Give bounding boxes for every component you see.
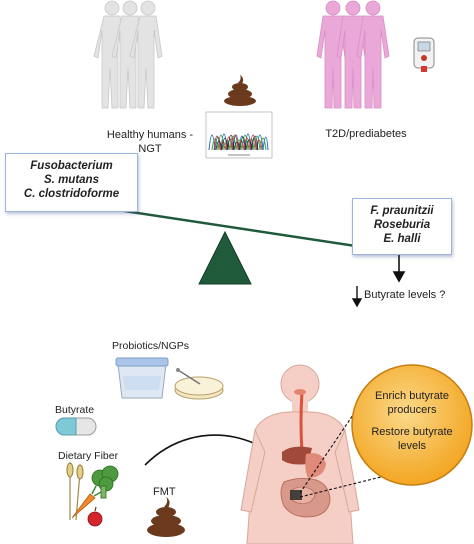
healthy-label-line1: Healthy humans - [106, 129, 194, 141]
stool-icon-top [224, 75, 256, 106]
bacteria-left-3: C. clostridoforme [23, 188, 120, 200]
t2d-label: T2D/prediabetes [325, 128, 407, 140]
probiotics-label: Probiotics/NGPs [112, 340, 190, 352]
outcome-circle [351, 364, 473, 486]
circle-line3: Restore butyrate [371, 426, 453, 438]
human-body-anatomy [240, 364, 360, 544]
sequencing-chromatogram [205, 111, 273, 159]
stool-icon-fmt [147, 497, 185, 537]
circle-line1: Enrich butyrate [375, 390, 449, 402]
t2d-figures [316, 0, 390, 109]
bacteria-right-3: E. halli [383, 233, 421, 245]
circle-line4: levels [397, 440, 427, 452]
bacteria-right-1: F. praunitzii [370, 205, 434, 217]
bacteria-box-left: Fusobacterium S. mutans C. clostridoform… [5, 153, 138, 212]
outcome-circle-text: Enrich butyrate producers Restore butyra… [356, 389, 468, 453]
petri-dish-icon [174, 368, 224, 400]
butyrate-levels-label: Butyrate levels ? [364, 289, 446, 301]
yogurt-cup-icon [115, 357, 169, 399]
bacteria-left-2: S. mutans [44, 174, 99, 186]
bacteria-right-2: Roseburia [373, 219, 431, 231]
healthy-humans-figures [93, 0, 163, 109]
butyrate-label: Butyrate [55, 404, 95, 416]
bacteria-left-1: Fusobacterium [30, 160, 113, 172]
bacteria-box-right: F. praunitzii Roseburia E. halli [352, 198, 452, 255]
circle-line2: producers [387, 404, 437, 416]
fmt-label: FMT [153, 486, 176, 498]
healthy-label: Healthy humans - NGT [92, 128, 208, 156]
capsule-icon [55, 417, 97, 436]
glucometer-icon [413, 37, 435, 72]
dietary-fiber-label: Dietary Fiber [58, 450, 119, 462]
healthy-label-line2: NGT [138, 143, 162, 155]
down-arrow-right-box [392, 253, 406, 283]
down-arrow-butyrate [351, 286, 363, 308]
seesaw [104, 206, 396, 285]
dietary-fiber-icon [66, 462, 119, 527]
